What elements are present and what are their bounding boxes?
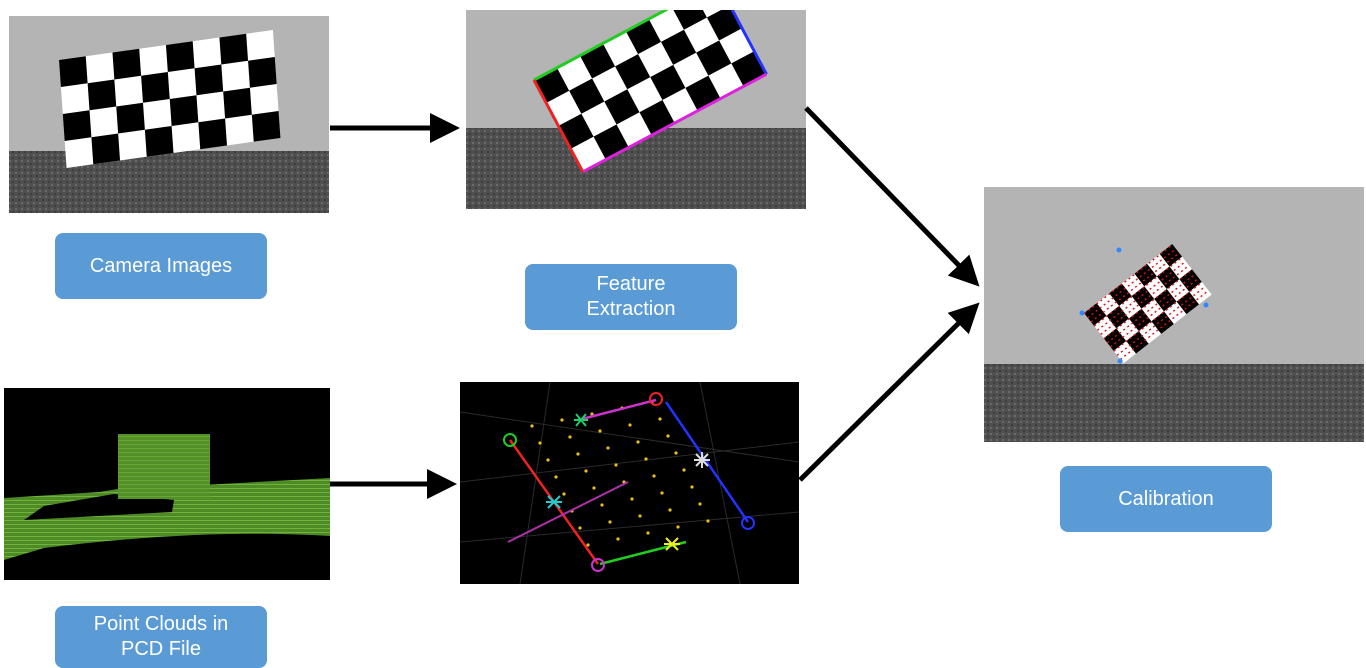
feature-extraction-label: Feature Extraction	[525, 264, 737, 330]
arrow-lidar-to-calibration	[798, 302, 980, 482]
point-clouds-label: Point Clouds in PCD File	[55, 606, 267, 668]
checkerboard	[59, 29, 281, 168]
feature-extraction-image	[466, 10, 806, 209]
camera-image	[9, 16, 329, 213]
point-cloud-image	[4, 388, 330, 580]
camera-images-label: Camera Images	[55, 233, 267, 299]
calibration-label: Calibration	[1060, 466, 1272, 532]
lidar-feature-image	[460, 382, 799, 584]
arrow-feature-to-calibration	[804, 106, 980, 287]
calibration-image	[984, 187, 1364, 442]
